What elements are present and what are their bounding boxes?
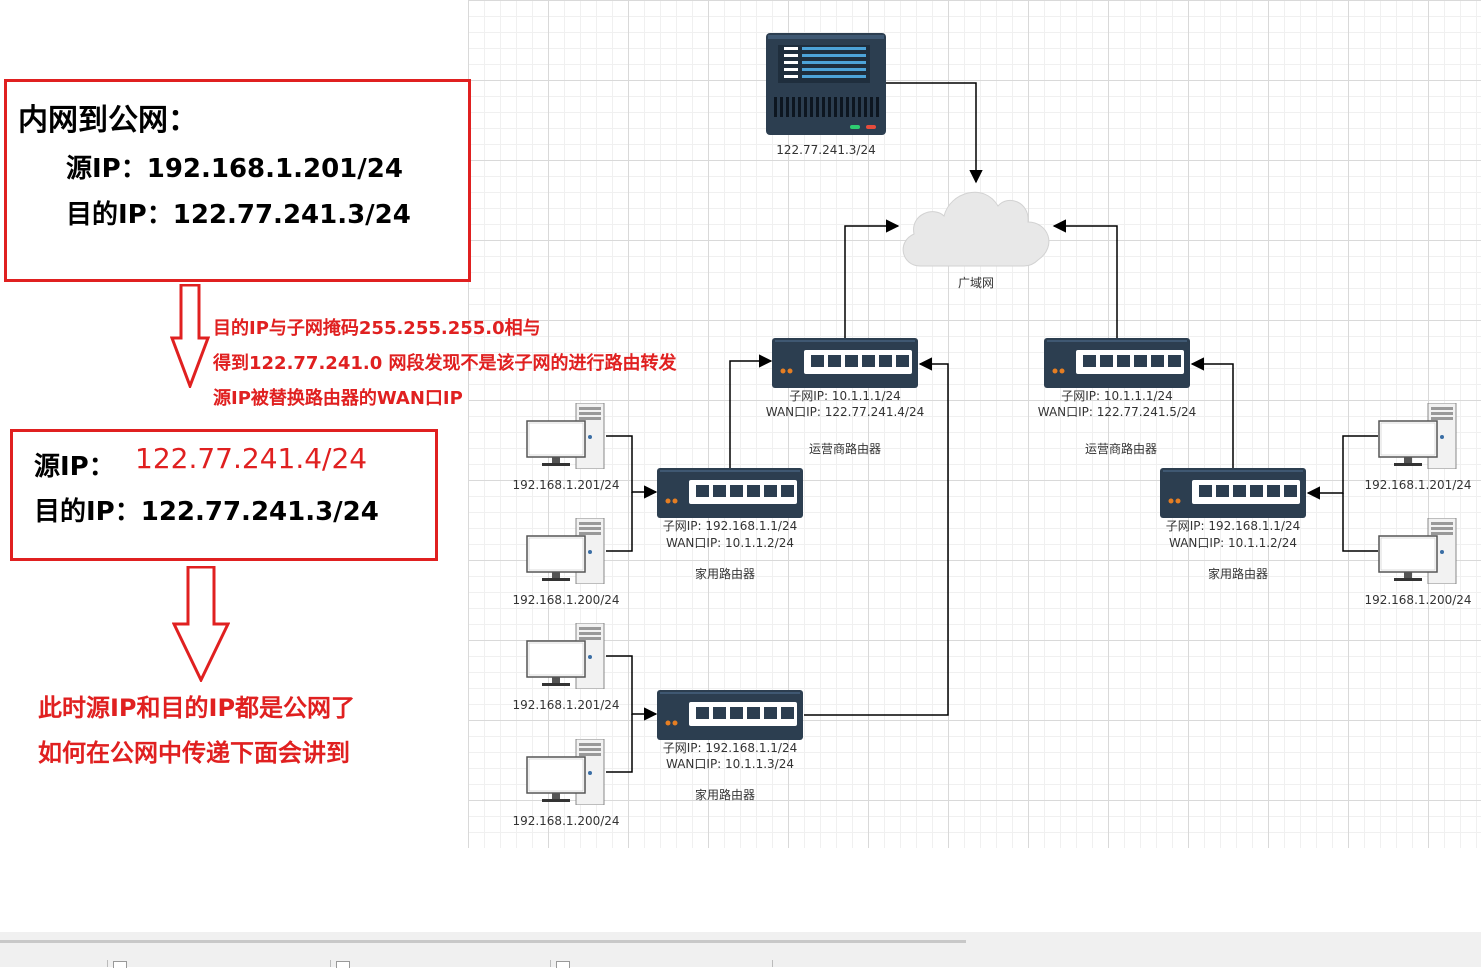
- wire-pc1-home1: [606, 435, 658, 499]
- wire-isp-left-cloud: [844, 219, 900, 338]
- pc-5-icon: [1378, 403, 1458, 469]
- cloud-icon: [902, 191, 1050, 267]
- box1-src-ip: 源IP：192.168.1.201/24: [66, 154, 403, 184]
- home3-wan: WAN口IP: 10.1.1.2/24: [1169, 536, 1297, 550]
- isp-router-left-icon: [772, 338, 918, 388]
- isp-left-wan: WAN口IP: 122.77.241.4/24: [765, 405, 925, 419]
- pc-4-ip: 192.168.1.200/24: [512, 814, 620, 828]
- note1-line1: 目的IP与子网掩码255.255.255.0相与: [213, 318, 541, 339]
- pc-3-ip: 192.168.1.201/24: [512, 698, 620, 712]
- note2-line1: 此时源IP和目的IP都是公网了: [38, 694, 356, 722]
- down-arrow-icon: [170, 284, 210, 388]
- note1-line3: 源IP被替换路由器的WAN口IP: [213, 388, 463, 409]
- isp-left-caption: 运营商路由器: [808, 442, 882, 456]
- annotation-box-intranet-to-public: [4, 79, 471, 282]
- home2-wan: WAN口IP: 10.1.1.3/24: [666, 757, 794, 771]
- wire-pc3-home2: [606, 655, 658, 721]
- note1-line2: 得到122.77.241.0 网段发现不是该子网的进行路由转发: [213, 353, 677, 374]
- home-router-3-icon: [1160, 468, 1306, 518]
- pc-1-ip: 192.168.1.201/24: [512, 478, 620, 492]
- pc-2-ip: 192.168.1.200/24: [512, 593, 620, 607]
- isp-router-right-icon: [1044, 338, 1190, 388]
- box2-dst-ip: 目的IP：122.77.241.3/24: [34, 497, 379, 527]
- wire-pc5-home3: [1306, 435, 1378, 500]
- home2-caption: 家用路由器: [694, 788, 756, 802]
- wire-isp-right-cloud: [1052, 219, 1118, 338]
- box2-src-label: 源IP：: [34, 452, 115, 482]
- server-ip-label: 122.77.241.3/24: [776, 143, 876, 157]
- home2-subnet: 子网IP: 192.168.1.1/24: [662, 741, 798, 755]
- pc-1-icon: [526, 403, 606, 469]
- home-router-1-icon: [657, 468, 803, 518]
- isp-left-subnet: 子网IP: 10.1.1.1/24: [789, 389, 901, 403]
- note2-line2: 如何在公网中传递下面会讲到: [38, 739, 350, 767]
- annotation-box-after-nat: [10, 429, 438, 561]
- home3-subnet: 子网IP: 192.168.1.1/24: [1165, 519, 1301, 533]
- wire-home3-isp-right: [1190, 357, 1234, 468]
- server-icon: [766, 33, 886, 135]
- cloud-label: 广域网: [957, 276, 995, 290]
- down-arrow-icon: [172, 566, 230, 682]
- home1-caption: 家用路由器: [694, 567, 756, 581]
- diagram-canvas: [468, 0, 1481, 848]
- pc-5-ip: 192.168.1.201/24: [1364, 478, 1472, 492]
- pc-6-icon: [1378, 518, 1458, 584]
- wire-home1-isp-left: [729, 354, 773, 468]
- pc-4-icon: [526, 739, 606, 805]
- wire-pc6-home3: [1342, 493, 1378, 552]
- isp-right-caption: 运营商路由器: [1084, 442, 1158, 456]
- wire-server-cloud: [886, 82, 983, 184]
- horizontal-scrollbar[interactable]: [0, 940, 966, 943]
- isp-right-subnet: 子网IP: 10.1.1.1/24: [1061, 389, 1173, 403]
- home3-caption: 家用路由器: [1207, 567, 1269, 581]
- pc-2-icon: [526, 518, 606, 584]
- isp-right-wan: WAN口IP: 122.77.241.5/24: [1037, 405, 1197, 419]
- box1-title: 内网到公网：: [18, 103, 198, 138]
- home-router-2-icon: [657, 690, 803, 740]
- wire-pc2-home1: [606, 492, 633, 552]
- wire-home2-isp-left: [804, 357, 949, 716]
- pc-6-ip: 192.168.1.200/24: [1364, 593, 1472, 607]
- box1-dst-ip: 目的IP：122.77.241.3/24: [66, 200, 411, 230]
- pc-3-icon: [526, 623, 606, 689]
- home1-wan: WAN口IP: 10.1.1.2/24: [666, 536, 794, 550]
- wire-pc4-home2: [606, 714, 633, 773]
- status-bar: [0, 932, 1481, 968]
- box2-src-value: 122.77.241.4/24: [135, 442, 368, 475]
- home1-subnet: 子网IP: 192.168.1.1/24: [662, 519, 798, 533]
